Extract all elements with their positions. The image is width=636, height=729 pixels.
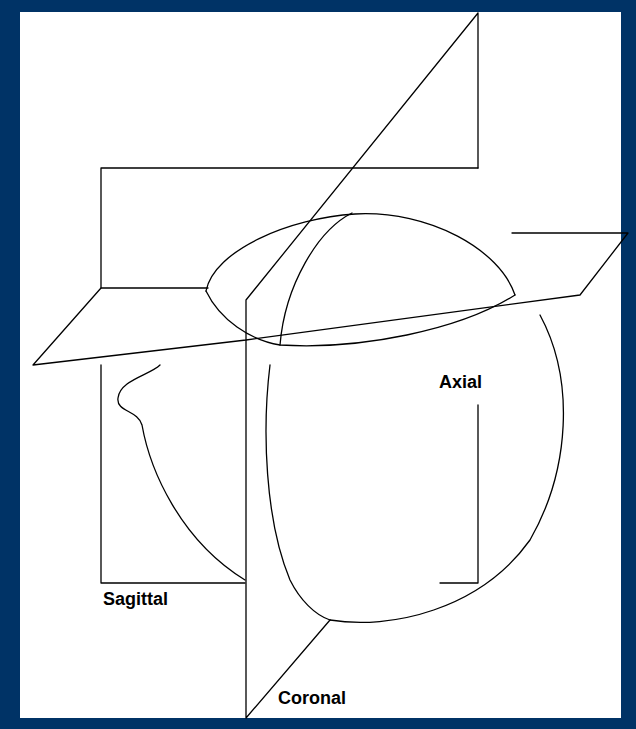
sagittal-plane — [101, 168, 478, 583]
axial-cut — [206, 291, 515, 346]
coronal-cut-lower — [266, 365, 330, 620]
face-profile — [118, 365, 245, 580]
axial-plane — [33, 233, 628, 365]
white-panel — [20, 12, 621, 718]
coronal-plane — [246, 13, 478, 718]
head-outline — [330, 315, 563, 622]
plane-label: Axial — [437, 372, 484, 392]
head-dome — [206, 214, 515, 295]
plane-label: Sagittal — [101, 589, 170, 609]
coronal-cut-upper — [280, 213, 352, 345]
plane-label: Coronal — [276, 688, 348, 708]
